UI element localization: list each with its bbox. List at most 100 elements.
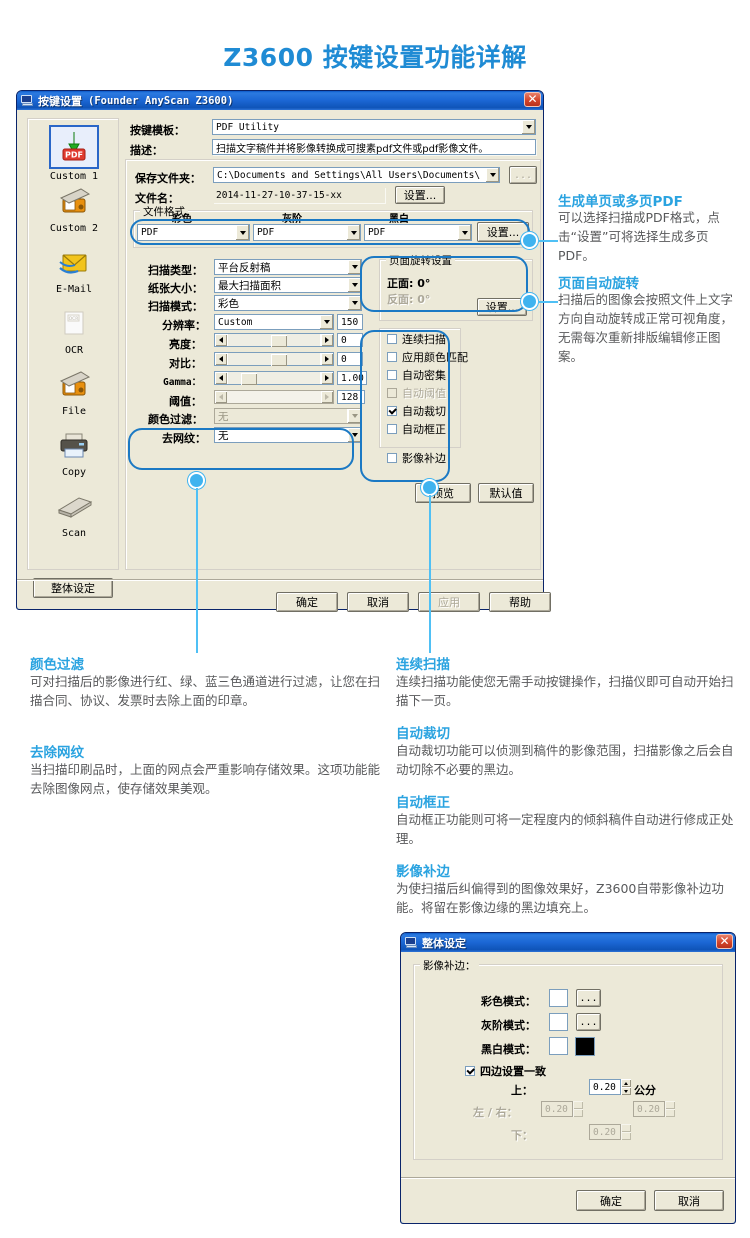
file-format-settings-button[interactable]: 设置...	[477, 222, 529, 242]
threshold-value[interactable]: 128	[337, 390, 365, 404]
brightness-value[interactable]: 0	[337, 333, 363, 347]
defaults-button[interactable]: 默认值	[478, 483, 534, 503]
scan-mode-combo[interactable]: 彩色	[214, 295, 362, 311]
checkbox-box[interactable]	[387, 370, 397, 380]
contrast-value[interactable]: 0	[337, 352, 363, 366]
close-icon[interactable]: ✕	[524, 92, 541, 107]
chevron-down-icon[interactable]	[457, 225, 471, 240]
global-settings-button[interactable]: 整体设定	[33, 578, 113, 598]
callout-line-rotation	[538, 301, 558, 303]
slider-right-arrow-icon[interactable]	[321, 372, 333, 384]
close-icon[interactable]: ✕	[716, 934, 733, 949]
slider-right-arrow-icon[interactable]	[321, 334, 333, 346]
contrast-slider[interactable]	[214, 352, 334, 366]
ok-button[interactable]: 确定	[276, 592, 338, 612]
contrast-label: 对比：	[169, 357, 202, 370]
annotation-heading-deskew: 自动框正	[396, 795, 450, 811]
chevron-down-icon[interactable]	[485, 168, 499, 182]
scanner-icon	[51, 181, 97, 221]
bw-mode-black-swatch[interactable]	[575, 1037, 595, 1056]
slider-left-arrow-icon[interactable]	[215, 334, 227, 346]
format-gray-combo[interactable]: PDF	[253, 224, 361, 241]
callout-dot-rotation	[521, 293, 538, 310]
bw-mode-swatch[interactable]	[549, 1037, 568, 1055]
scan-type-combo[interactable]: 平台反射稿	[214, 259, 362, 275]
checkbox-auto-deskew[interactable]: 自动框正	[387, 421, 446, 437]
sidebar-item-copy[interactable]: Copy	[36, 425, 112, 478]
checkbox-uniform-margins[interactable]: 四边设置一致	[465, 1063, 546, 1079]
chevron-down-icon[interactable]	[347, 296, 361, 310]
folder-browse-button[interactable]: ...	[509, 166, 537, 184]
sidebar-item-custom-2[interactable]: Custom 2	[36, 181, 112, 234]
format-bw-combo[interactable]: PDF	[364, 224, 472, 241]
threshold-slider	[214, 390, 334, 404]
format-bw-header: 黑白	[389, 214, 409, 225]
sidebar-item-custom-1[interactable]: PDF Custom 1	[36, 125, 112, 182]
checkbox-box[interactable]	[387, 453, 397, 463]
checkbox-box[interactable]	[387, 424, 397, 434]
rotation-front-label: 正面: 0°	[387, 277, 431, 290]
slider-left-arrow-icon[interactable]	[215, 353, 227, 365]
color-filter-combo: 无	[214, 408, 362, 424]
gray-mode-browse-button[interactable]: ...	[576, 1013, 601, 1031]
sidebar-item-scan[interactable]: Scan	[36, 486, 112, 539]
color-mode-browse-button[interactable]: ...	[576, 989, 601, 1007]
chevron-down-icon[interactable]	[347, 278, 361, 292]
gamma-value[interactable]: 1.00	[337, 371, 367, 385]
paper-size-combo[interactable]: 最大扫描面积	[214, 277, 362, 293]
main-dialog-titlebar[interactable]: 按键设置 (Founder AnyScan Z3600) ✕	[17, 91, 543, 110]
description-field[interactable]: 扫描文字稿件并将影像转换成可搜素pdf文件或pdf影像文件。	[212, 139, 536, 155]
format-color-combo[interactable]: PDF	[137, 224, 250, 241]
brightness-slider[interactable]	[214, 333, 334, 347]
filename-label: 文件名：	[135, 192, 179, 205]
slider-right-arrow-icon[interactable]	[321, 353, 333, 365]
margin-top-input[interactable]: 0.20	[589, 1079, 621, 1095]
margin-unit-label: 公分	[634, 1084, 656, 1097]
chevron-down-icon[interactable]	[319, 315, 333, 329]
resolution-number[interactable]: 150	[337, 314, 363, 330]
chevron-down-icon[interactable]	[347, 428, 361, 442]
chevron-down-icon[interactable]	[521, 120, 535, 134]
color-mode-swatch[interactable]	[549, 989, 568, 1007]
descreen-label: 去网纹：	[162, 432, 206, 445]
chevron-down-icon[interactable]	[346, 225, 360, 240]
sidebar-item-email[interactable]: E-Mail	[36, 242, 112, 295]
checkbox-box[interactable]	[387, 406, 397, 416]
sidebar-item-ocr[interactable]: OCR OCR	[36, 303, 112, 356]
margin-lr-label: 左 / 右：	[473, 1106, 518, 1119]
checkbox-auto-density[interactable]: 自动密集	[387, 367, 446, 383]
margin-top-stepper[interactable]	[621, 1079, 631, 1095]
checkbox-auto-crop[interactable]: 自动裁切	[387, 403, 446, 419]
descreen-combo[interactable]: 无	[214, 427, 362, 443]
sidebar-item-file[interactable]: File	[36, 364, 112, 417]
chevron-down-icon[interactable]	[235, 225, 249, 240]
page-title: Z3600 按键设置功能详解	[223, 43, 527, 72]
checkbox-continuous-scan[interactable]: 连续扫描	[387, 331, 446, 347]
sub-ok-button[interactable]: 确定	[576, 1190, 646, 1211]
template-combo[interactable]: PDF Utility	[212, 119, 536, 135]
filename-settings-button[interactable]: 设置...	[395, 186, 445, 204]
scan-mode-label: 扫描模式：	[148, 300, 203, 313]
checkbox-box[interactable]	[387, 334, 397, 344]
chevron-down-icon[interactable]	[347, 260, 361, 274]
sub-cancel-button[interactable]: 取消	[654, 1190, 724, 1211]
checkbox-box[interactable]	[465, 1066, 475, 1076]
folder-combo[interactable]: C:\Documents and Settings\All Users\Docu…	[213, 167, 500, 183]
sub-dialog-titlebar[interactable]: 整体设定 ✕	[401, 933, 735, 952]
gamma-slider[interactable]	[214, 371, 334, 385]
main-dialog-title: 按键设置	[38, 94, 82, 108]
help-button[interactable]: 帮助	[489, 592, 551, 612]
checkbox-color-match[interactable]: 应用颜色匹配	[387, 349, 468, 365]
format-color-value: PDF	[141, 227, 159, 238]
annotation-body-rotation: 扫描后的图像会按照文件上文字方向自动旋转成正常可视角度，无需每次重新排版编辑修正…	[558, 292, 734, 364]
annotation-heading-color-filter: 颜色过滤	[30, 657, 84, 673]
sub-dialog-body: 影像补边： 彩色模式： ... 灰阶模式： ... 黑白模式： 四边设置一致 上…	[401, 952, 735, 1223]
rotation-settings-button[interactable]: 设置...	[477, 298, 527, 316]
rotation-back-label: 反面: 0°	[387, 293, 431, 306]
resolution-combo[interactable]: Custom	[214, 314, 334, 330]
gray-mode-swatch[interactable]	[549, 1013, 568, 1031]
checkbox-box[interactable]	[387, 352, 397, 362]
checkbox-image-fill-edge[interactable]: 影像补边	[387, 450, 446, 466]
slider-left-arrow-icon[interactable]	[215, 372, 227, 384]
cancel-button[interactable]: 取消	[347, 592, 409, 612]
